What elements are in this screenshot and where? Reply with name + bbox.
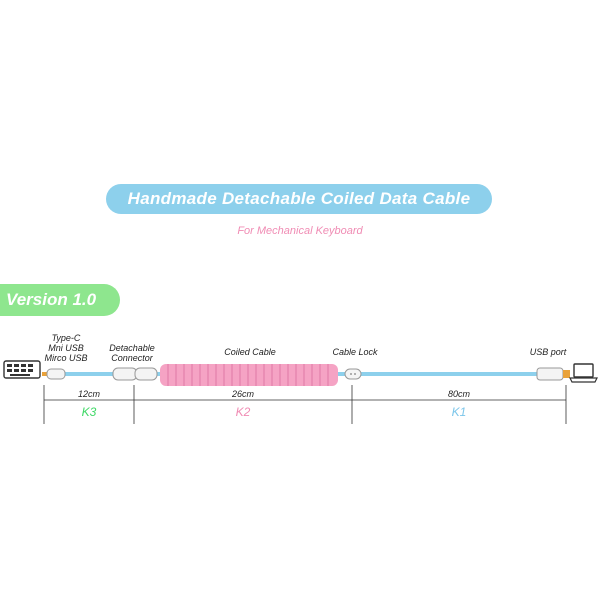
keyboard-icon	[3, 360, 41, 379]
segment-k1-name: K1	[451, 405, 467, 419]
detachable-label-line1: Detachable	[109, 343, 155, 353]
type-c-plug	[42, 368, 66, 380]
connector-type-c: Type-C	[51, 333, 81, 343]
laptop-icon	[569, 363, 598, 383]
connector-micro-usb: Mirco USB	[44, 353, 88, 363]
segment-k3-length: 12cm	[77, 389, 100, 399]
page-title: Handmade Detachable Coiled Data Cable	[127, 189, 471, 208]
dimension-lines	[43, 385, 567, 424]
detachable-connector	[112, 367, 158, 381]
connector-mini-usb: Mni USB	[48, 343, 84, 353]
usb-port-label: USB port	[529, 347, 567, 357]
title-banner: Handmade Detachable Coiled Data Cable	[106, 184, 492, 214]
segment-k1-length: 80cm	[447, 389, 470, 399]
cable-lock	[344, 368, 362, 380]
version-badge: Version 1.0	[0, 284, 120, 316]
detachable-connector-label: Detachable Connector	[100, 343, 164, 363]
connector-types-label: Type-C Mni USB Mirco USB	[36, 333, 96, 363]
coiled-cable-label: Coiled Cable	[224, 347, 276, 357]
segment-k2-length: 26cm	[231, 389, 254, 399]
version-label: Version 1.0	[6, 290, 97, 309]
detachable-label-line2: Connector	[111, 353, 153, 363]
cable-lock-label: Cable Lock	[332, 347, 378, 357]
subtitle: For Mechanical Keyboard	[237, 225, 363, 237]
usb-plug	[536, 367, 570, 381]
segment-k2-name: K2	[235, 405, 251, 419]
segment-k3-name: K3	[81, 405, 97, 419]
coiled-cable	[160, 364, 338, 386]
